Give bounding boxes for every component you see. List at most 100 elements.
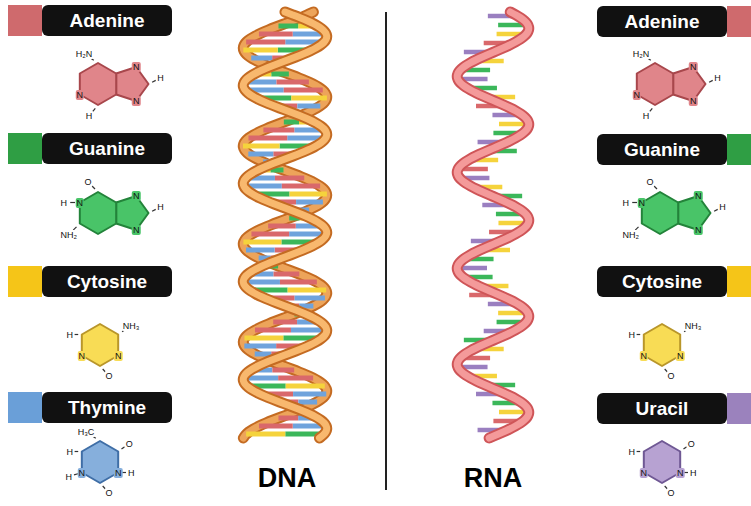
atom-label: H [85, 111, 94, 121]
atom-label: O [104, 371, 113, 381]
base-name-tag: Thymine [42, 392, 172, 423]
base-pair-rung [273, 320, 297, 325]
helix-label: DNA [258, 463, 317, 493]
base-pair-rung [246, 248, 275, 253]
base-name-tag: Uracil [597, 393, 727, 424]
atom-label: O [666, 371, 675, 381]
base-pair-rung [263, 128, 294, 133]
atom-label: H [156, 202, 165, 212]
atom-label: NH₂ [622, 230, 641, 240]
base-pair-rung [291, 96, 327, 101]
bond-line [637, 334, 641, 335]
base-pair-rung [243, 48, 277, 53]
atom-label: N [132, 62, 141, 72]
base-pair-rung [290, 192, 327, 197]
legend-item: Adenine [8, 5, 172, 36]
atom-label: H₂N [632, 49, 651, 59]
helix-label: RNA [464, 463, 523, 493]
legend-swatch [727, 266, 751, 297]
base-name-tag: Adenine [597, 6, 727, 37]
atom-label: H [689, 468, 698, 478]
base-pair-rung [244, 344, 276, 349]
base-pair-rung [268, 224, 296, 229]
atom-label: N [114, 351, 123, 361]
bond-line [637, 451, 641, 452]
base-pair-rung [280, 280, 317, 285]
base-pair-rung [275, 176, 304, 181]
base-pair-rung [259, 32, 293, 37]
bond-line [70, 202, 75, 203]
base-pair-rung [246, 432, 285, 437]
atom-label: O [125, 439, 134, 449]
atom-label: N [132, 191, 141, 201]
base-pair-rung [288, 288, 327, 293]
base-pair-rung [259, 424, 293, 429]
legend-swatch [727, 393, 751, 424]
legend-swatch [8, 266, 42, 297]
legend-item: Cytosine [597, 266, 751, 297]
base-name-tag: Guanine [42, 133, 172, 164]
divider-line [385, 12, 387, 490]
dna-back-strand [243, 12, 326, 438]
atom-label: N [676, 468, 685, 478]
legend-swatch [8, 5, 42, 36]
legend-swatch [8, 133, 42, 164]
atom-label: H₃C [77, 427, 96, 437]
base-pair-rung [295, 296, 325, 301]
atom-label: N [132, 225, 141, 235]
bond-line [75, 451, 79, 452]
base-pair-rung [276, 80, 308, 85]
six-ring [80, 63, 116, 105]
bond-line [152, 209, 156, 211]
atom-label: H [65, 472, 74, 482]
legend-swatch [727, 6, 751, 37]
adenine-molecule [80, 58, 156, 112]
base-pair-rung [272, 368, 294, 373]
base-pair-rung [243, 144, 280, 149]
atom-label: H [713, 73, 722, 83]
atom-label: H [628, 330, 637, 340]
atom-label: N [694, 225, 703, 235]
base-name-tag: Adenine [42, 5, 172, 36]
base-pair-rung [293, 392, 326, 397]
base-pair-rung [255, 328, 291, 333]
atom-label: N [633, 90, 642, 100]
bond-line [714, 209, 718, 211]
atom-label: N [132, 96, 141, 106]
base-pair-rung [297, 104, 320, 109]
atom-label: N [689, 96, 698, 106]
six-ring [82, 441, 118, 483]
legend-item: Uracil [597, 393, 751, 424]
thymine-molecule [74, 436, 126, 489]
guanine-molecule [632, 186, 717, 234]
base-pair-rung [243, 240, 281, 245]
atom-label: H₂N [75, 49, 94, 59]
base-pair-rung [246, 40, 285, 45]
atom-label: N [640, 351, 649, 361]
rna-strand [457, 12, 529, 438]
atom-label: O [83, 177, 92, 187]
atom-label: O [687, 439, 696, 449]
atom-label: N [689, 62, 698, 72]
bond-line [152, 80, 156, 82]
base-pair-rung [284, 88, 323, 93]
atom-label: NH₃ [122, 321, 141, 331]
base-name-tag: Guanine [597, 134, 727, 165]
atom-label: H [718, 202, 727, 212]
base-pair-rung [248, 152, 273, 157]
atom-label: O [104, 488, 113, 498]
atom-label: H [60, 198, 69, 208]
atom-label: N [640, 468, 649, 478]
cytosine-molecule [75, 324, 126, 372]
adenine-molecule [637, 58, 713, 112]
dna-front-strand [243, 12, 326, 438]
dna-back-strand [243, 12, 326, 438]
base-pair-rung [251, 56, 272, 61]
base-pair-rung [244, 336, 283, 341]
atom-label: H [66, 330, 75, 340]
atom-label: N [76, 90, 85, 100]
